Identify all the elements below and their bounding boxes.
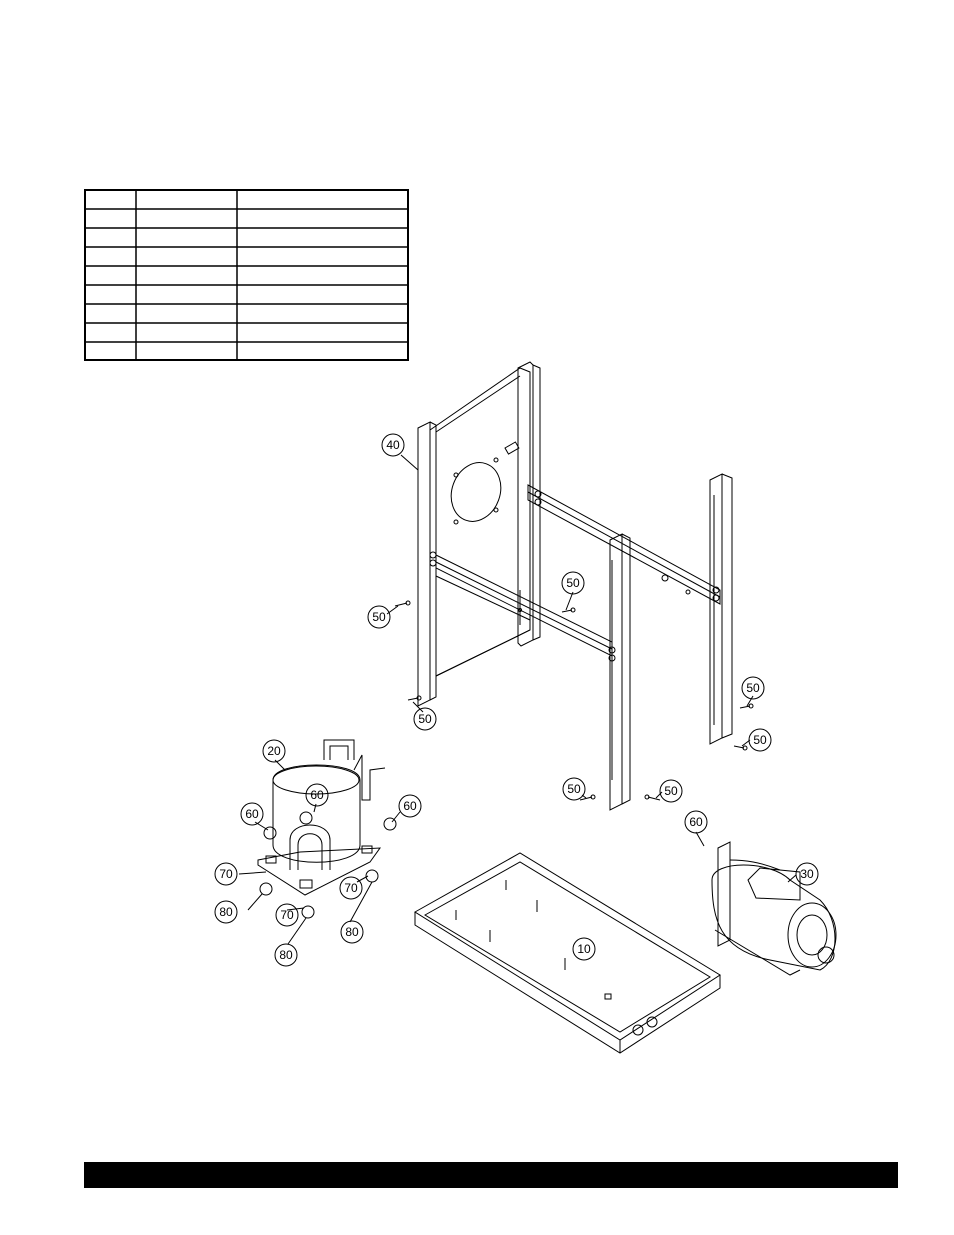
callout-40: 40 <box>381 433 405 457</box>
svg-text:70: 70 <box>219 867 233 881</box>
svg-text:70: 70 <box>344 881 358 895</box>
callout-70-center: 70 <box>275 903 299 927</box>
svg-text:60: 60 <box>689 815 703 829</box>
footer-bar <box>84 1162 898 1188</box>
callout-60-right: 60 <box>398 794 422 818</box>
callout-10: 10 <box>572 937 596 961</box>
svg-text:80: 80 <box>345 925 359 939</box>
compressor <box>257 739 397 919</box>
callout-50-left: 50 <box>367 605 391 629</box>
callout-30: 30 <box>795 862 819 886</box>
svg-text:60: 60 <box>310 788 324 802</box>
screw-fasteners <box>394 600 754 801</box>
svg-text:50: 50 <box>566 576 580 590</box>
svg-text:50: 50 <box>372 610 386 624</box>
callout-20: 20 <box>262 739 286 763</box>
callout-60-left: 60 <box>240 802 264 826</box>
svg-text:50: 50 <box>567 782 581 796</box>
callout-50-front-right: 50 <box>659 779 683 803</box>
svg-text:60: 60 <box>403 799 417 813</box>
svg-text:60: 60 <box>245 807 259 821</box>
base-pan <box>414 852 721 1054</box>
callout-50-center: 50 <box>561 571 585 595</box>
svg-text:70: 70 <box>280 908 294 922</box>
svg-text:50: 50 <box>664 784 678 798</box>
svg-text:30: 30 <box>800 867 814 881</box>
callout-70-right: 70 <box>339 876 363 900</box>
callout-70-left: 70 <box>214 862 238 886</box>
callout-50-right-upper: 50 <box>741 676 765 700</box>
svg-text:50: 50 <box>418 712 432 726</box>
svg-text:50: 50 <box>753 733 767 747</box>
svg-text:40: 40 <box>386 438 400 452</box>
motor <box>711 841 837 976</box>
callout-80-left: 80 <box>214 900 238 924</box>
svg-text:20: 20 <box>267 744 281 758</box>
callout-50-front-left: 50 <box>562 777 586 801</box>
callout-60-motor: 60 <box>684 810 708 834</box>
callout-60-compressor-top: 60 <box>305 783 329 807</box>
frame-assembly <box>417 361 733 811</box>
svg-text:50: 50 <box>746 681 760 695</box>
callout-50-right-lower: 50 <box>748 728 772 752</box>
svg-text:10: 10 <box>577 942 591 956</box>
parts-table-column-dividers <box>135 190 238 360</box>
callout-80-center: 80 <box>274 943 298 967</box>
frame-round-opening <box>450 462 502 522</box>
callout-50-bottom-left: 50 <box>413 707 437 731</box>
callout-80-right: 80 <box>340 920 364 944</box>
parts-table-border <box>84 189 409 361</box>
parts-table-row-dividers <box>85 208 408 343</box>
svg-text:80: 80 <box>279 948 293 962</box>
parts-table <box>84 189 409 361</box>
svg-text:80: 80 <box>219 905 233 919</box>
